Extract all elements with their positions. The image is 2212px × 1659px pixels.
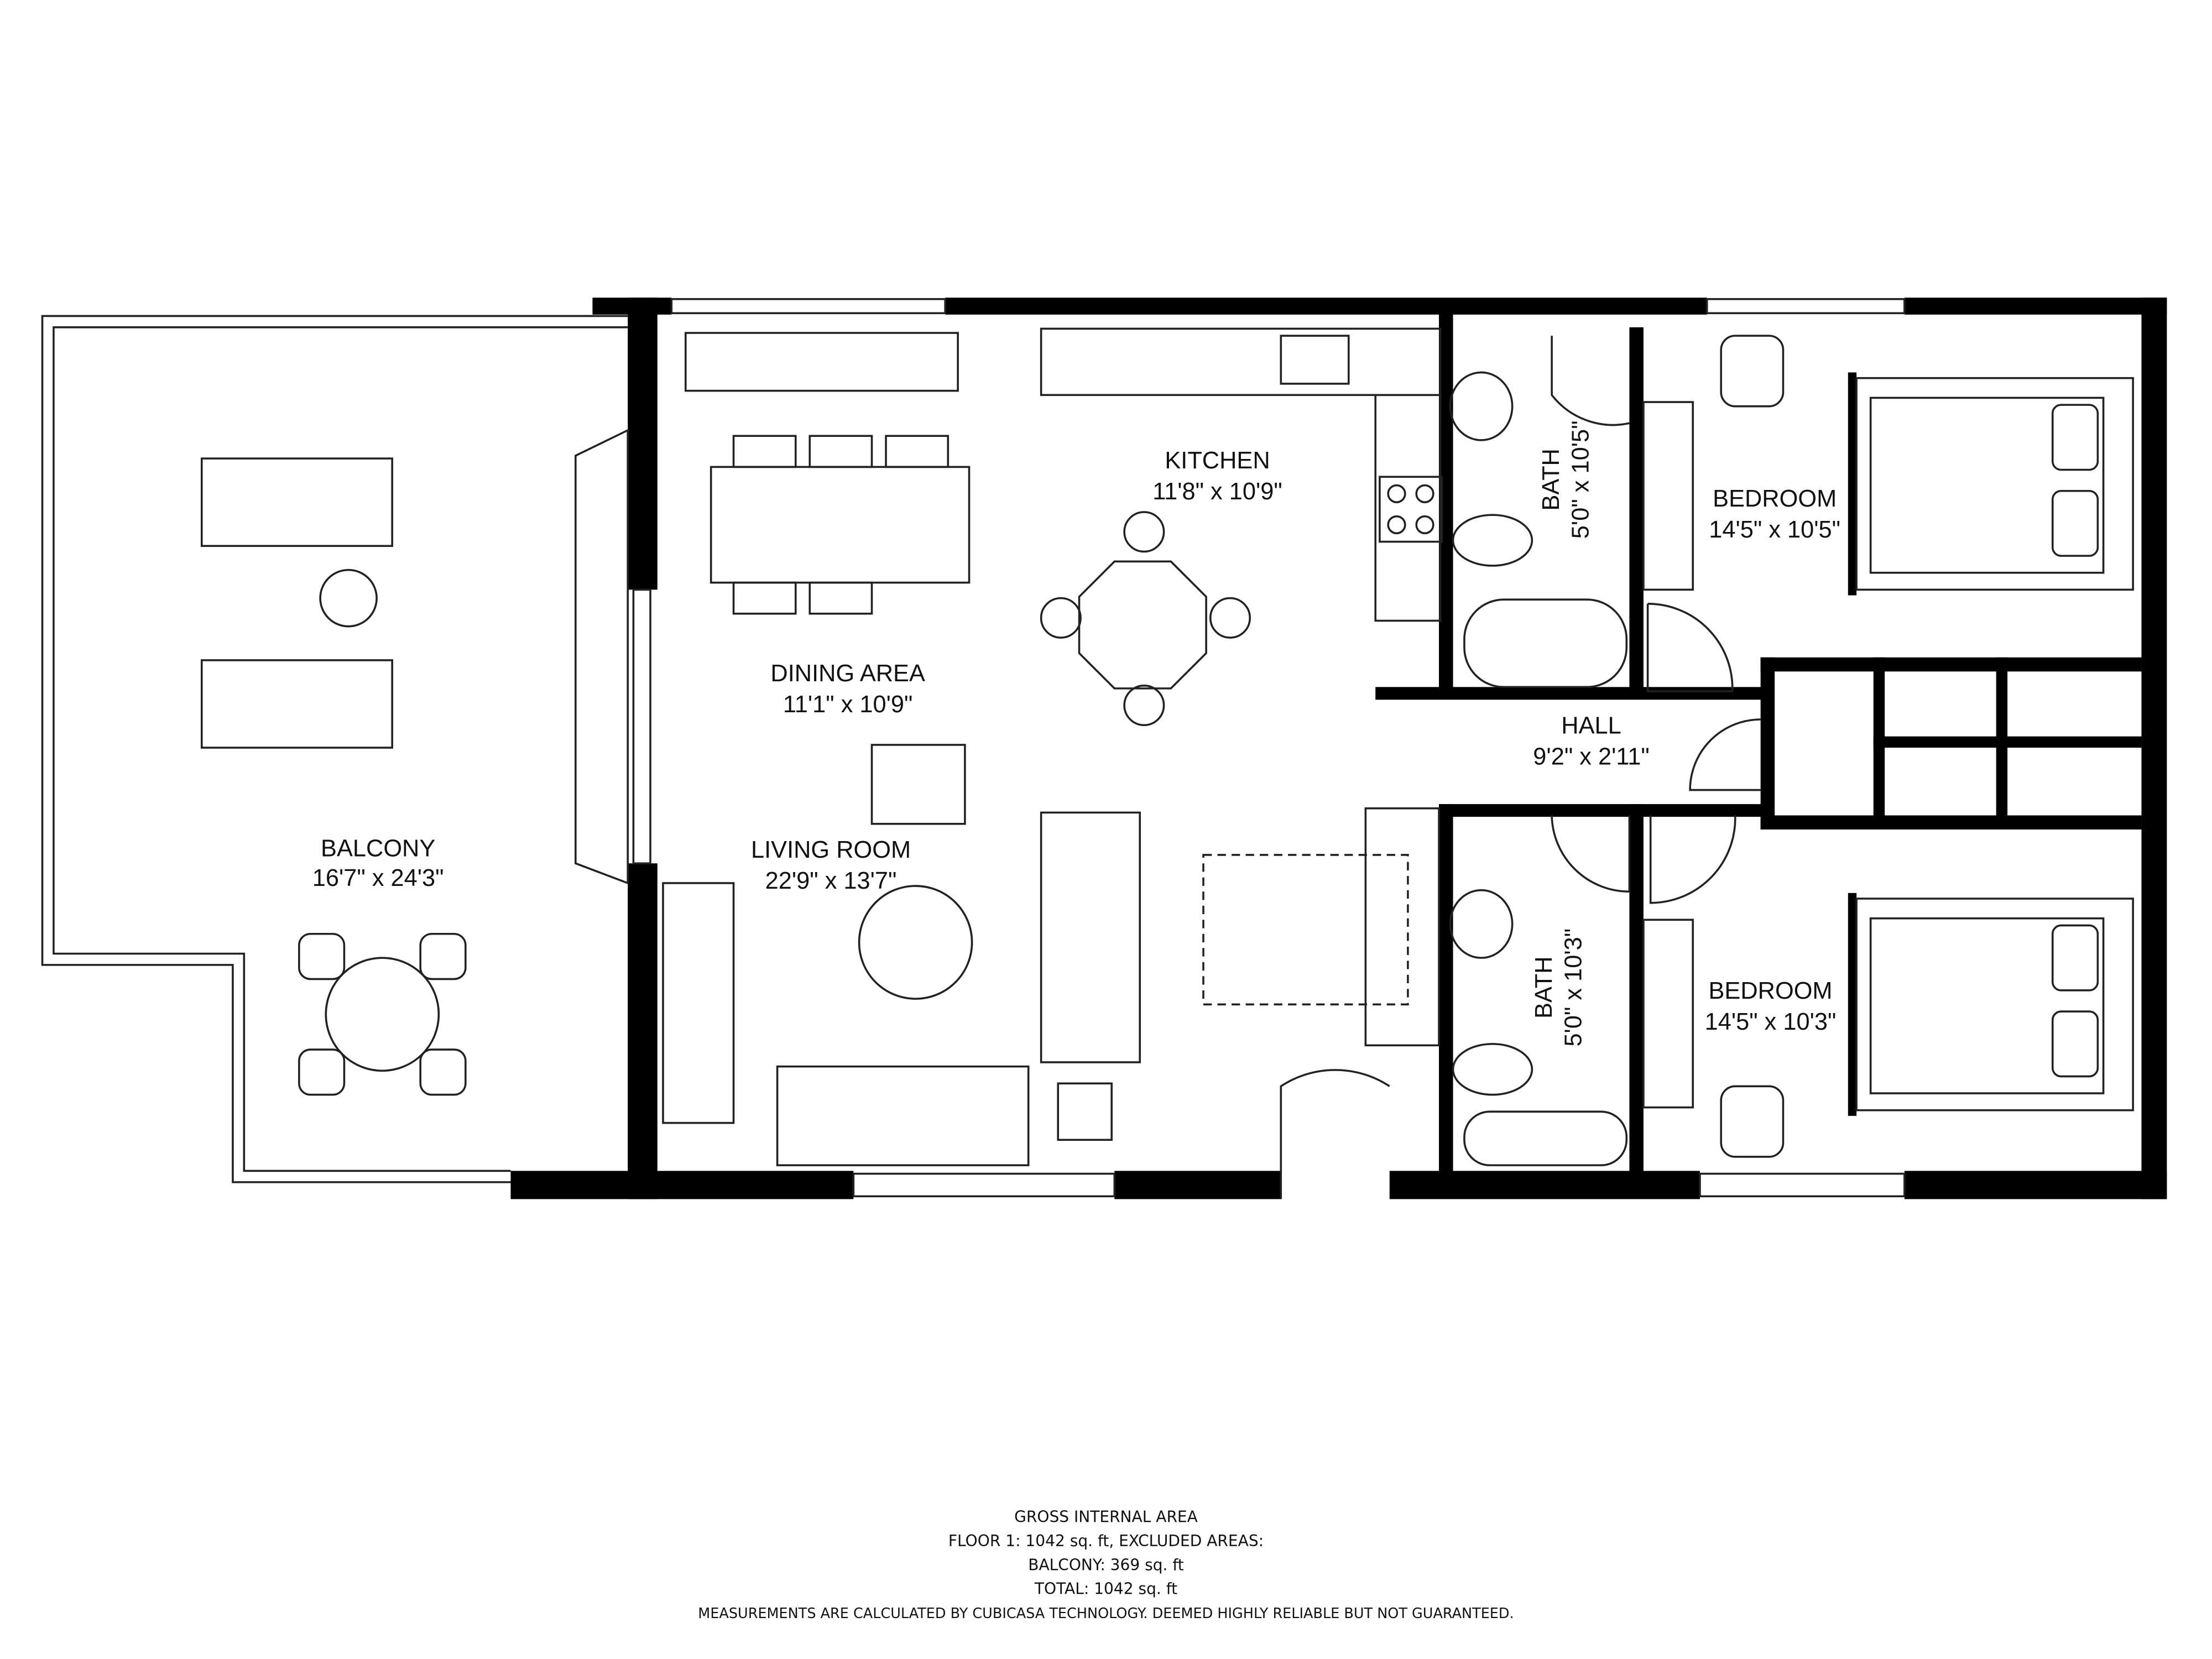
svg-text:BATH: BATH	[1538, 448, 1564, 510]
svg-text:16'7" x 24'3": 16'7" x 24'3"	[312, 865, 444, 891]
svg-text:5'0" x 10'5": 5'0" x 10'5"	[1567, 421, 1594, 539]
svg-text:14'5" x 10'3": 14'5" x 10'3"	[1705, 1009, 1837, 1035]
walls	[510, 298, 2167, 1199]
svg-text:BALCONY: 369 sq. ft: BALCONY: 369 sq. ft	[1028, 1556, 1184, 1574]
svg-text:BEDROOM: BEDROOM	[1709, 978, 1833, 1004]
room-label-dining-area: DINING AREA 11'1" x 10'9"	[770, 660, 925, 718]
svg-text:BALCONY: BALCONY	[321, 835, 435, 862]
svg-text:GROSS INTERNAL AREA: GROSS INTERNAL AREA	[1014, 1508, 1198, 1526]
svg-text:BEDROOM: BEDROOM	[1713, 486, 1837, 512]
svg-text:KITCHEN: KITCHEN	[1165, 447, 1270, 474]
svg-text:HALL: HALL	[1561, 713, 1621, 739]
svg-text:22'9" x 13'7": 22'9" x 13'7"	[765, 868, 897, 894]
room-label-bedroom-lower: BEDROOM 14'5" x 10'3"	[1705, 978, 1837, 1035]
furniture	[201, 327, 2134, 1199]
svg-text:LIVING ROOM: LIVING ROOM	[751, 837, 911, 863]
room-label-living-room: LIVING ROOM 22'9" x 13'7"	[751, 837, 911, 894]
balcony-outline	[41, 315, 628, 1183]
room-label-bath-upper: BATH 5'0" x 10'5"	[1538, 421, 1594, 539]
room-label-bath-lower: BATH 5'0" x 10'3"	[1531, 928, 1587, 1047]
room-label-kitchen: KITCHEN 11'8" x 10'9"	[1152, 447, 1282, 505]
svg-text:BATH: BATH	[1531, 957, 1557, 1019]
svg-text:MEASUREMENTS ARE CALCULATED BY: MEASUREMENTS ARE CALCULATED BY CUBICASA …	[698, 1605, 1514, 1622]
svg-text:TOTAL: 1042 sq. ft: TOTAL: 1042 sq. ft	[1034, 1580, 1177, 1598]
svg-text:5'0" x 10'3": 5'0" x 10'3"	[1561, 928, 1587, 1047]
svg-text:11'8" x 10'9": 11'8" x 10'9"	[1152, 478, 1282, 505]
svg-text:9'2" x 2'11": 9'2" x 2'11"	[1533, 744, 1649, 770]
svg-text:DINING AREA: DINING AREA	[770, 660, 925, 687]
svg-text:FLOOR 1: 1042 sq. ft, EXCLUDED: FLOOR 1: 1042 sq. ft, EXCLUDED AREAS:	[948, 1532, 1264, 1550]
svg-text:14'5" x 10'5": 14'5" x 10'5"	[1709, 517, 1840, 543]
room-label-hall: HALL 9'2" x 2'11"	[1533, 713, 1649, 770]
area-summary: GROSS INTERNAL AREA FLOOR 1: 1042 sq. ft…	[698, 1508, 1514, 1622]
room-label-bedroom-upper: BEDROOM 14'5" x 10'5"	[1709, 486, 1840, 543]
room-label-balcony: BALCONY 16'7" x 24'3"	[312, 835, 444, 891]
svg-text:11'1" x 10'9": 11'1" x 10'9"	[783, 691, 913, 718]
